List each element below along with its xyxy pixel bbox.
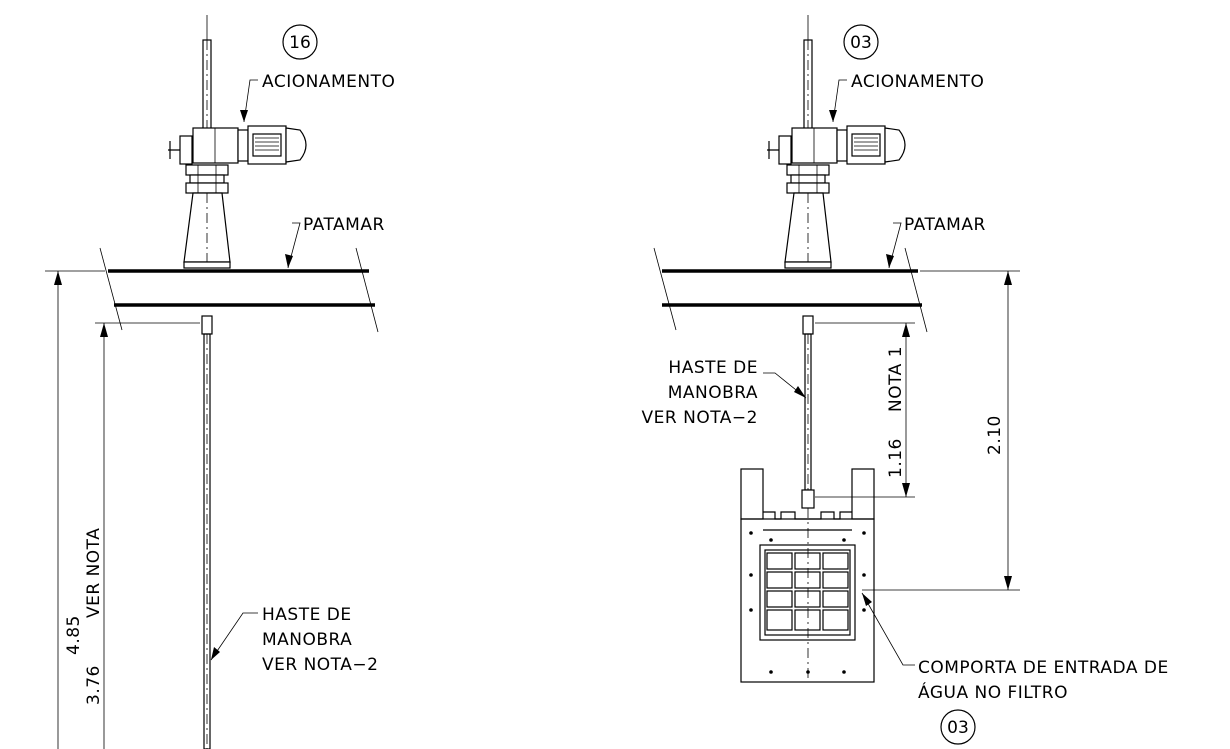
left-landing	[99, 247, 379, 333]
left-stem-arrow	[211, 647, 220, 660]
right-dim-stem: 1.16	[886, 438, 906, 478]
left-landing-arrow	[285, 254, 293, 268]
gate-label-2: ÁGUA NO FILTRO	[918, 681, 1068, 703]
left-actuator-leader	[243, 79, 258, 123]
right-landing-arrow	[886, 254, 894, 268]
left-landing-leader	[287, 222, 301, 269]
left-lower-stem	[201, 315, 213, 749]
gate-tag: 03	[940, 709, 976, 745]
right-upper-stem	[803, 15, 813, 131]
left-actuator-label: ACIONAMENTO	[262, 72, 395, 92]
left-stem-label-2: MANOBRA	[262, 630, 352, 650]
right-landing-label: PATAMAR	[904, 215, 986, 235]
left-landing-label: PATAMAR	[303, 215, 385, 235]
right-stem-label-3: VER NOTA−2	[642, 408, 758, 428]
gate-arrow	[862, 593, 872, 606]
right-stem-arrow	[794, 386, 806, 398]
right-actuator-leader	[832, 79, 847, 123]
left-dim-stem: 3.76	[84, 665, 104, 705]
left-dimensions	[45, 270, 200, 749]
right-lower-stem	[801, 315, 815, 509]
left-tag: 16	[282, 24, 318, 60]
right-landing-leader	[888, 222, 902, 269]
left-upper-stem	[202, 15, 212, 131]
right-actuator-label: ACIONAMENTO	[851, 72, 984, 92]
right-stem-label-1: HASTE DE	[668, 358, 758, 378]
left-actuator	[168, 125, 307, 269]
sluice-gate	[740, 468, 875, 683]
left-dim-total: 4.85	[64, 615, 84, 655]
right-tag-text: 03	[850, 33, 872, 53]
gate-label-1: COMPORTA DE ENTRADA DE	[918, 658, 1169, 678]
right-tag: 03	[843, 24, 879, 60]
left-assembly: 16 ACIONAMENTO	[45, 15, 395, 749]
left-tag-text: 16	[289, 33, 311, 53]
left-stem-leader	[210, 612, 258, 661]
left-actuator-arrow	[240, 110, 248, 122]
gate-grid	[766, 552, 849, 631]
right-dimensions	[815, 270, 1020, 591]
right-stem-label-2: MANOBRA	[668, 383, 758, 403]
left-stem-label-3: VER NOTA−2	[262, 655, 378, 675]
right-assembly: 03 ACIONAMENTO	[642, 15, 1169, 745]
gate-leader	[861, 592, 915, 666]
right-actuator	[767, 125, 906, 269]
right-landing	[653, 247, 928, 333]
right-actuator-arrow	[829, 110, 837, 122]
left-stem-label-1: HASTE DE	[262, 605, 352, 625]
right-dim-note: NOTA 1	[886, 346, 906, 412]
right-dim-total: 2.10	[985, 415, 1005, 455]
left-dim-note: VER NOTA	[84, 528, 104, 618]
gate-tag-text: 03	[947, 718, 969, 738]
gate-bolts	[749, 531, 866, 674]
